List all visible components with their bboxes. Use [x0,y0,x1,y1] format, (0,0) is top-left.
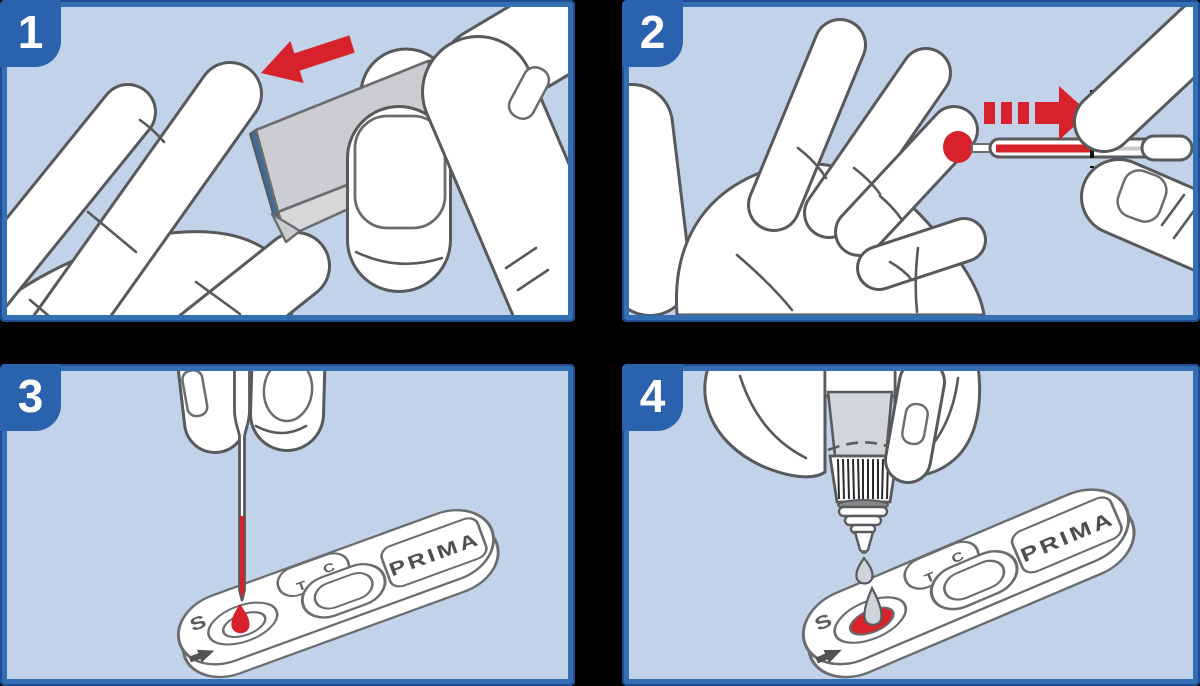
sample-arrow-icon [188,649,215,663]
blood-column [996,144,1092,153]
edge-hand [629,83,692,315]
thumb-nail [353,114,447,230]
arrow-left-icon [261,35,355,83]
panel-step-1: 1 [0,0,575,322]
collect-blood-illustration [629,7,1193,315]
panel-step-3: 3 S C T PRIMA [0,364,575,686]
bottle-nozzle [853,530,875,554]
prima-label [1010,496,1123,574]
step-number: 3 [17,369,44,422]
sample-label: S [187,612,209,636]
finger-creases [735,146,920,314]
step-badge: 2 [622,0,683,67]
front-finger [884,371,946,484]
step-badge: 1 [0,0,61,67]
right-hand [346,35,568,315]
panel-step-4: 4 S C T PRIMA [622,364,1200,686]
sample-arrow-icon [815,649,842,664]
nozzle-opening [860,550,868,554]
index-nail [507,66,551,120]
holding-hand [1073,7,1193,272]
blood-drop-icon [231,604,250,634]
step-badge: 3 [0,364,61,431]
result-window-inner [313,572,374,610]
add-buffer-illustration: S C T PRIMA [703,371,1136,679]
blood-column [240,516,244,598]
finger-nail [901,402,929,446]
finger-creases [28,118,242,315]
cap-ribs [837,458,889,500]
finger-nail [181,371,209,418]
left-hand [7,61,331,315]
step-number: 1 [17,5,44,58]
holding-fingers [176,371,327,454]
apply-sample-illustration: S C T PRIMA [176,371,500,679]
step-number: 4 [639,369,666,422]
buffer-drop-icon [863,585,883,626]
control-label: C [321,559,336,576]
open-pouch-illustration [7,7,568,315]
capillary-bulb [1140,134,1193,162]
buffer-drop-icon [855,556,874,585]
test-cassette: S C T PRIMA [176,508,500,679]
result-window-inner [943,559,1006,601]
open-hand [674,18,987,315]
sample-label: S [811,609,835,635]
arrow-right-dashed-icon [984,86,1089,140]
pipette [233,371,251,602]
panel-step-2: 2 [622,0,1200,322]
blood-drop-icon [943,131,973,163]
prima-label [380,517,488,588]
thumb-nail [1116,169,1168,223]
step-badge: 4 [622,364,683,431]
step-number: 2 [639,5,666,58]
thumb-nail [262,371,314,423]
